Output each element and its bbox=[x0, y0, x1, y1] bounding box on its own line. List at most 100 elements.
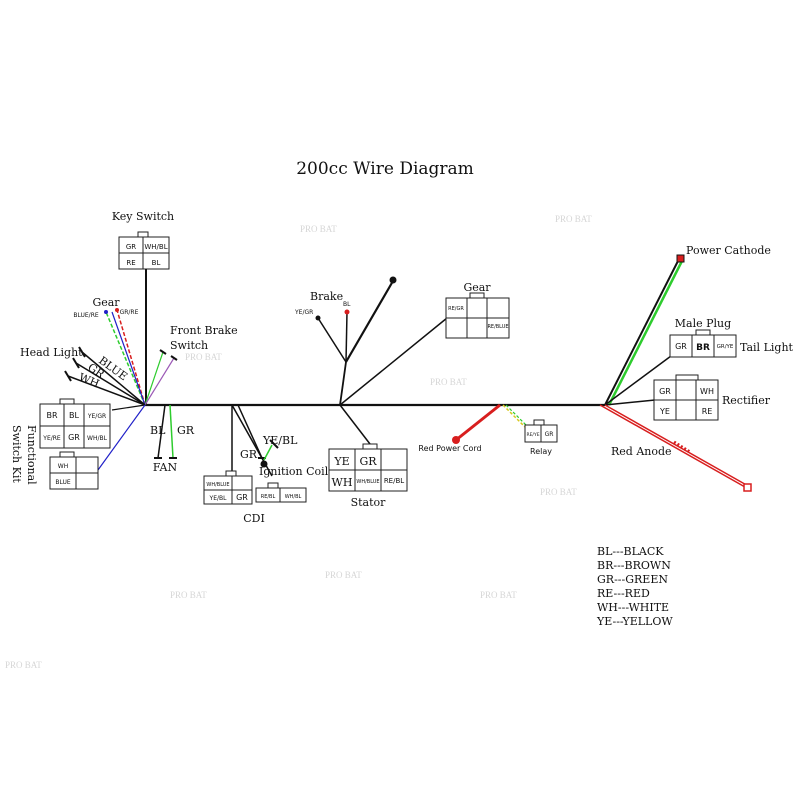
pin-label: BL bbox=[69, 411, 79, 420]
connector-cell bbox=[466, 317, 488, 339]
watermark-text: PRO BAT bbox=[185, 352, 222, 362]
cdi-connector-left: WH/BLUE YE/BL GR bbox=[203, 470, 253, 505]
watermark-text: PRO BAT bbox=[5, 660, 42, 670]
watermark-text: PRO BAT bbox=[480, 590, 517, 600]
pin-label: RE bbox=[126, 259, 135, 267]
front-brake-wire bbox=[144, 357, 175, 406]
brake-terminal bbox=[315, 315, 321, 321]
pin-label: GR bbox=[675, 342, 687, 351]
connector-cell bbox=[675, 399, 697, 421]
relay-wire bbox=[505, 404, 532, 431]
fan-wire-bl bbox=[157, 404, 166, 459]
cdi-connector-right: RE/BL WH/BL bbox=[255, 482, 307, 503]
front-brake-label: Switch bbox=[170, 339, 208, 352]
pin-label: YE/BL bbox=[209, 495, 228, 502]
ignition-coil-wire-green bbox=[263, 444, 273, 461]
pin-label: BL bbox=[152, 259, 161, 267]
pin-label: GR bbox=[659, 387, 671, 396]
watermark-text: PRO BAT bbox=[540, 487, 577, 497]
connector-cell bbox=[380, 448, 408, 471]
connector-cell bbox=[445, 317, 468, 339]
rectifier-connector: GR WH YE RE bbox=[653, 374, 719, 421]
pin-label: WH/BL bbox=[87, 435, 108, 442]
gear-terminal bbox=[104, 310, 108, 314]
ignition-coil-terminal bbox=[260, 460, 268, 468]
connector-tab bbox=[59, 451, 75, 458]
brake-terminal bbox=[344, 309, 350, 315]
front-brake-terminal bbox=[170, 355, 178, 361]
stator-label: Stator bbox=[351, 496, 387, 509]
tail-light-wire bbox=[604, 355, 672, 406]
functional-switch-main-connector: BR BL YE/GR YE/RE GR WH/BL bbox=[39, 398, 111, 449]
connector-cell bbox=[279, 487, 307, 503]
brake-wire-bl bbox=[345, 311, 348, 363]
head-light-terminal bbox=[78, 346, 86, 358]
front-brake-terminal bbox=[159, 349, 167, 355]
gear-wire-blue-re bbox=[105, 311, 146, 406]
relay-connector: RE/YE GR bbox=[524, 419, 558, 443]
gear-right-wire bbox=[339, 317, 448, 406]
pin-label: RE/GR bbox=[448, 306, 464, 312]
pin-label: RE bbox=[702, 407, 713, 416]
head-light-terminal bbox=[72, 357, 80, 369]
stator-connector: YE GR WH WH/BLUE RE/BL bbox=[328, 443, 408, 492]
functional-switch-wire bbox=[97, 404, 146, 471]
watermark-text: PRO BAT bbox=[430, 377, 467, 387]
fan-bl-label: BL bbox=[150, 424, 166, 437]
key-switch-connector: Key Switch GR WH/BL RE BL bbox=[112, 210, 174, 270]
male-plug-connector: GR BR GR/YE bbox=[669, 329, 737, 358]
pin-label: YE/RE bbox=[42, 435, 61, 442]
relay-label: Relay bbox=[530, 447, 552, 456]
gear-terminal bbox=[115, 308, 119, 312]
connector-tab bbox=[675, 374, 699, 381]
pin-label: GR/YE bbox=[717, 344, 734, 350]
head-light-wire-gr bbox=[75, 362, 146, 406]
red-power-cord-terminal bbox=[452, 436, 460, 444]
male-plug-label: Male Plug bbox=[675, 317, 731, 330]
pin-label: GR bbox=[68, 433, 80, 442]
watermark-text: PRO BAT bbox=[555, 214, 592, 224]
pin-label: YE bbox=[659, 407, 670, 416]
gear-blue-re-label: BLUE/RE bbox=[73, 312, 99, 319]
connector-cell bbox=[486, 297, 510, 319]
tail-light-label: Tail Light bbox=[740, 341, 794, 354]
connector-cell bbox=[675, 379, 697, 401]
rectifier-label: Rectifier bbox=[722, 394, 771, 407]
connector-cell bbox=[75, 456, 99, 474]
watermark-text: PRO BAT bbox=[170, 590, 207, 600]
brake-bl-label: BL bbox=[343, 301, 351, 308]
pin-label: BR bbox=[46, 411, 57, 420]
connector-cell bbox=[142, 252, 170, 270]
fan-label: FAN bbox=[153, 461, 178, 474]
red-anode-label: Red Anode bbox=[611, 445, 672, 458]
legend-item: YE---YELLOW bbox=[596, 615, 673, 628]
connector-cell bbox=[75, 472, 99, 490]
connector-cell bbox=[695, 399, 719, 421]
diagram-title: 200cc Wire Diagram bbox=[296, 159, 474, 179]
pin-label: RE/BL bbox=[384, 477, 404, 485]
functional-switch-label: Functional bbox=[25, 425, 38, 485]
pin-label: RE/BLUE bbox=[487, 324, 508, 330]
rectifier-wire bbox=[604, 399, 656, 406]
functional-switch-wire bbox=[111, 404, 146, 411]
pin-label: BLUE bbox=[55, 479, 71, 486]
gear-right-connector: RE/GR RE/BLUE bbox=[445, 292, 510, 339]
connector-cell bbox=[380, 469, 408, 492]
pin-label: GR bbox=[236, 493, 248, 502]
connector-tab bbox=[533, 419, 545, 426]
ignition-coil-wire bbox=[237, 404, 263, 459]
legend-item: RE---RED bbox=[597, 587, 650, 600]
watermark-group: PRO BAT PRO BAT PRO BAT PRO BAT PRO BAT … bbox=[5, 214, 592, 670]
ignition-gr-label: GR bbox=[240, 448, 258, 461]
power-cathode-wire-green bbox=[607, 258, 685, 406]
connector-cell bbox=[486, 317, 510, 339]
connector-cell bbox=[540, 424, 558, 443]
connector-tab bbox=[267, 482, 279, 489]
pin-label: YE/GR bbox=[87, 413, 106, 420]
fan-gr-label: GR bbox=[177, 424, 195, 437]
key-switch-label: Key Switch bbox=[112, 210, 174, 223]
power-cathode-terminal bbox=[676, 254, 685, 263]
red-power-cord-label: Red Power Cord bbox=[418, 444, 481, 453]
